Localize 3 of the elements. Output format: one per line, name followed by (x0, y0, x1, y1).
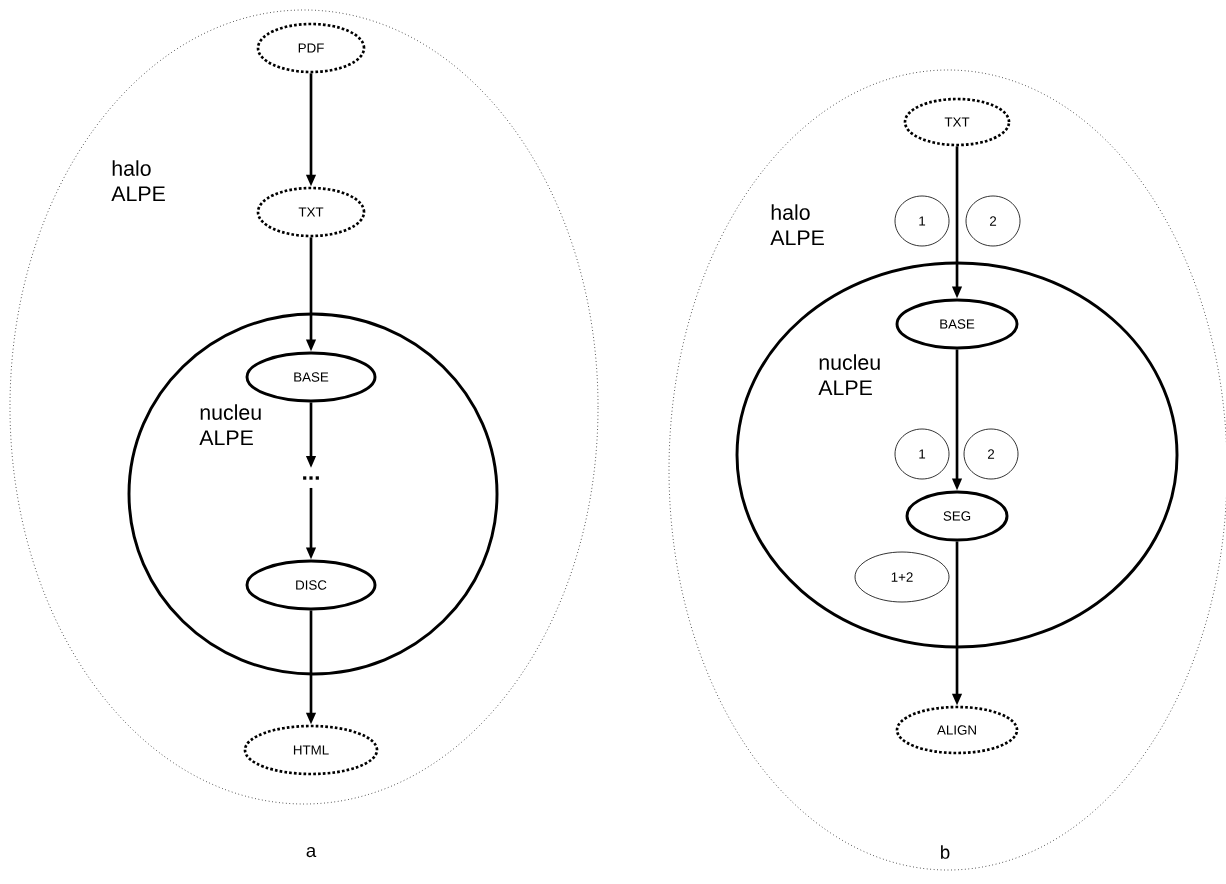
ellipsis-text: ... (303, 476, 319, 480)
panel-label: b (941, 845, 950, 859)
panel-label: a (306, 846, 317, 858)
